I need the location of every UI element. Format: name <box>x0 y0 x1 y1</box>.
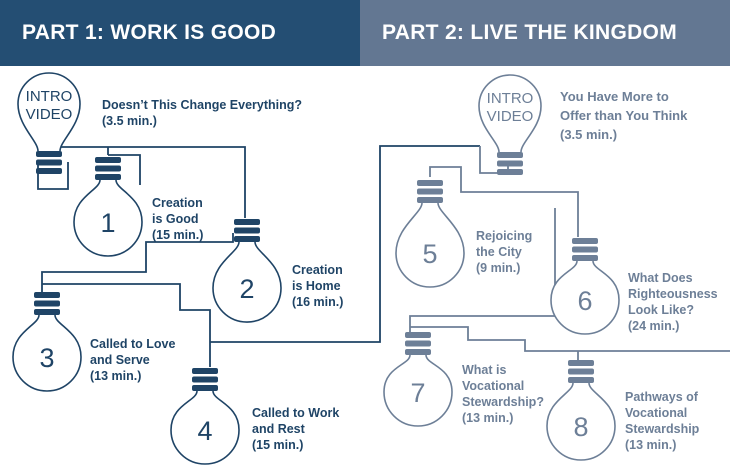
bulb-number: 6 <box>577 286 592 316</box>
intro-text-line1: INTRO <box>487 90 534 107</box>
bulb-number: 2 <box>239 274 254 304</box>
bulb-number: 4 <box>197 416 212 446</box>
lesson-bulb-b7: 7 <box>383 332 453 427</box>
lesson-bulb-b8: 8 <box>546 360 616 461</box>
bulb-socket-band <box>36 159 62 166</box>
intro-text-line1: INTRO <box>26 88 73 105</box>
bulb-socket-band <box>36 168 62 174</box>
connector-wire <box>210 145 480 343</box>
bulb-glass <box>170 390 240 465</box>
bulb-number: 7 <box>410 378 425 408</box>
bulb-socket-band <box>497 169 523 175</box>
bulb-glass <box>73 179 143 257</box>
connector-wire <box>409 208 556 332</box>
bulb-socket-band <box>36 151 62 157</box>
part2-title: PART 2: LIVE THE KINGDOM <box>382 21 677 44</box>
bulb-glass <box>550 260 620 335</box>
bulb-glass <box>395 202 465 288</box>
connector-wire <box>429 166 579 237</box>
connector-wire <box>41 233 234 292</box>
lesson-bulb-b6: 6 <box>550 238 620 335</box>
intro-text-line2: VIDEO <box>487 108 534 125</box>
bulb-glass <box>212 241 282 323</box>
intro-text-line2: VIDEO <box>26 106 73 123</box>
bulb-glass <box>546 382 616 461</box>
lesson-bulb-b2: 2 <box>212 219 282 323</box>
part2-header: PART 2: LIVE THE KINGDOM <box>360 0 730 66</box>
bulb-glass <box>17 72 81 152</box>
connector-wire <box>42 283 211 367</box>
lesson-bulb-b1: 1 <box>73 157 143 257</box>
connector-wire <box>410 326 730 352</box>
label-intro1: Doesn’t This Change Everything?(3.5 min.… <box>102 98 303 128</box>
bulb-glass <box>478 74 542 153</box>
lesson-bulb-b4: 4 <box>170 368 240 465</box>
lesson-bulb-b5: 5 <box>395 180 465 288</box>
bulb-glass <box>383 354 453 427</box>
bulb-number: 3 <box>39 343 54 373</box>
connector-wire <box>479 146 509 174</box>
lesson-bulb-b3: 3 <box>12 292 82 392</box>
bulb-number: 8 <box>573 412 588 442</box>
bulb-socket-band <box>497 152 523 158</box>
connector-wire <box>108 154 141 185</box>
connector-wire <box>37 162 69 190</box>
part1-header: PART 1: WORK IS GOOD <box>0 0 360 66</box>
bulb-number: 5 <box>422 239 437 269</box>
bulb-socket-band <box>497 160 523 167</box>
part1-title: PART 1: WORK IS GOOD <box>22 21 277 44</box>
bulb-number: 1 <box>100 208 115 238</box>
bulb-glass <box>12 314 82 392</box>
